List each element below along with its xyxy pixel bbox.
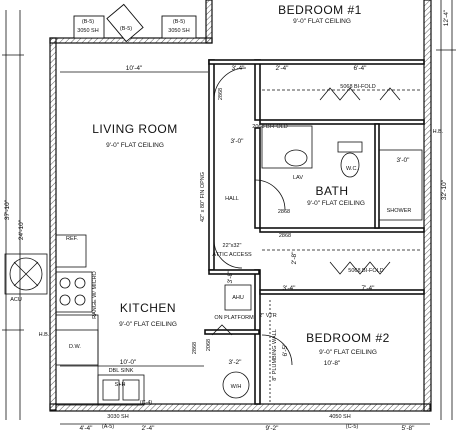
dim-2-4-bottom: 2'-4" (142, 425, 156, 432)
east-wall (423, 0, 432, 412)
sink-label: DBL SINK (109, 368, 134, 374)
attic-access-label: ATTIC ACCESS (212, 252, 252, 258)
on-platform-label: ON PLATFORM (214, 315, 254, 321)
kitchen-name: KITCHEN (120, 301, 176, 315)
bedroom1-ceiling: 9'-0" FLAT CEILING (293, 18, 351, 25)
window-4-size: 3030 SH (107, 414, 128, 420)
bath-name: BATH (315, 184, 348, 198)
window-5-type: (C-5) (346, 424, 359, 430)
dim-3-8: 3'-8" (227, 270, 234, 284)
window-1-type: (B-5) (82, 19, 94, 25)
dim-9-2: 9'-2" (266, 425, 280, 432)
dim-2-4-top: 2'-4" (276, 65, 290, 72)
north-wall-living (49, 37, 213, 44)
window-3-type: (B-5) (173, 19, 185, 25)
bedroom2-name: BEDROOM #2 (306, 331, 390, 345)
refrigerator-label: REF. (66, 236, 78, 242)
dim-4-4: 4'-4" (80, 425, 94, 432)
north-windows (73, 3, 197, 43)
ahu-label: AHU (232, 295, 244, 301)
dim-3-4-top: 3'-4" (232, 65, 246, 72)
window-3-size: 3050 SH (168, 28, 189, 34)
dim-7-4: 7'-4" (362, 285, 376, 292)
door-4-label: 2868 (192, 342, 198, 354)
interior-walls (204, 59, 425, 405)
lav-label: LAV (293, 175, 303, 181)
dim-living-width: 10'-4" (126, 65, 143, 72)
window-6-type: (C-4) (140, 400, 153, 406)
left-dimension-lines (2, 10, 24, 420)
right-dimension-lines (436, 0, 456, 420)
dim-overall-depth-left: 37'-10" (4, 199, 11, 220)
dim-3-2: 3'-2" (229, 359, 243, 366)
bedroom1-name: BEDROOM #1 (278, 3, 362, 17)
vtr-label: 2" VTR (259, 313, 277, 319)
bath-fixtures (261, 125, 423, 221)
dim-6-5: 6'-5" (282, 343, 289, 357)
window-4-type: (A-5) (102, 424, 114, 430)
bedroom2-ceiling: 9'-0" FLAT CEILING (319, 349, 377, 356)
exterior-walls (49, 0, 432, 412)
plumbing-wall-label: 8" PLUMBING WALL (272, 329, 278, 381)
wc-label: W.C. (346, 166, 358, 172)
shower-label: SHOWER (387, 208, 412, 214)
bath-ceiling: 9'-0" FLAT CEILING (307, 200, 365, 207)
dim-3-0-hall: 3'-0" (231, 138, 245, 145)
hose-bib-left: H.B. (39, 332, 50, 338)
kitchen-ceiling: 9'-0" FLAT CEILING (119, 321, 177, 328)
window-2-type: (B-5) (120, 26, 132, 32)
dim-24-10: 24'-10" (18, 219, 25, 240)
acu-label: ACU (10, 297, 22, 303)
mechanical-closet (222, 284, 271, 404)
dim-6-4-top: 6'-4" (354, 65, 368, 72)
hall-label: HALL (225, 196, 239, 202)
water-heater-label: W/H (231, 384, 242, 390)
attic-size-label: 22"x32" (223, 243, 242, 249)
range-label: RANGE W/ MICRO (92, 270, 98, 318)
kitchen-fixtures (55, 234, 145, 406)
dishwasher-label: D.W. (69, 344, 81, 350)
dim-kitchen-width: 10'-0" (120, 359, 137, 366)
shelf-label: S+H (115, 382, 126, 388)
hose-bib-right: H.B. (433, 129, 444, 135)
dim-3-4-closet: 3'-4" (283, 285, 297, 292)
dim-3-0-shower: 3'-0" (397, 157, 411, 164)
window-1-size: 3050 SH (77, 28, 98, 34)
dim-bedroom2-width: 10'-8" (324, 360, 341, 367)
door-8-label: 2068 (206, 339, 212, 351)
door-6-label: 2068 BI-FOLD (252, 124, 287, 130)
door-2-label: 2868 (278, 209, 290, 215)
window-5-size: 4050 SH (329, 414, 350, 420)
dim-32-10: 32'-10" (441, 179, 448, 200)
door-1-label: 2868 (218, 88, 224, 100)
door-5-label: 5068 BI-FOLD (340, 84, 375, 90)
living-room-name: LIVING ROOM (92, 122, 178, 136)
dim-2-8: 2'-8" (291, 251, 298, 265)
dim-5-8: 5'-8" (402, 425, 416, 432)
dim-12-4: 12'-4" (443, 9, 450, 26)
door-3-label: 2868 (279, 233, 291, 239)
west-wall (49, 37, 57, 411)
living-room-ceiling: 9'-0" FLAT CEILING (106, 142, 164, 149)
north-jog-wall (205, 0, 213, 44)
acu-unit (4, 253, 48, 295)
finished-opening-label: 42" x 80" FIN OPNG (200, 172, 206, 222)
door-swings (211, 67, 401, 366)
door-7-label: 5068 BI-FOLD (348, 268, 383, 274)
